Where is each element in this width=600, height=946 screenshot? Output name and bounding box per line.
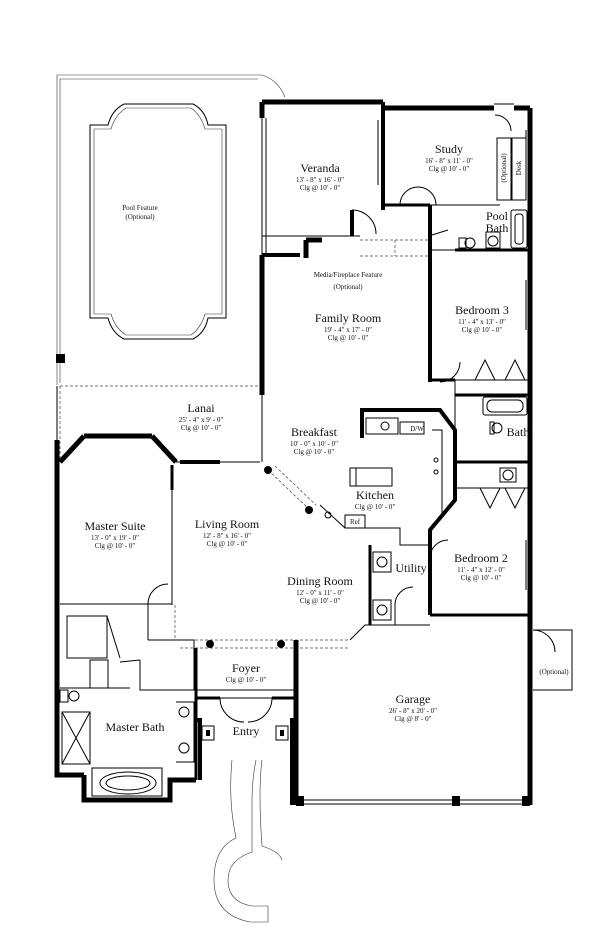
living-room-dims: 12' - 8" x 16' - 0" [203,532,251,540]
family-room-ceiling: Clg @ 10' - 0" [328,334,369,342]
lanai-label: Lanai [187,401,215,415]
study-walls [383,103,533,250]
media-feature-opening [360,239,432,382]
kitchen-label: Kitchen [356,488,394,502]
entry-label: Entry [233,724,260,738]
breakfast-ceiling: Clg @ 10' - 0" [294,448,335,456]
study-label: Study [435,142,463,156]
master-suite-walls [54,433,260,778]
bedroom2-label: Bedroom 2 [454,551,508,565]
bedroom3-label: Bedroom 3 [455,303,509,317]
bedroom2-dims: 11' - 4" x 12' - 0" [457,566,505,574]
utility-label: Utility [395,561,426,575]
dining-room-ceiling: Clg @ 10' - 0" [300,597,341,605]
bedroom2-ceiling: Clg @ 10' - 0" [461,574,502,582]
pool-feature-note: (Optional) [125,213,155,221]
dining-room-label: Dining Room [287,574,353,588]
veranda-label: Veranda [300,161,340,175]
breakfast-kitchen-walls [261,395,457,615]
breakfast-dims: 10' - 0" x 10' - 0" [290,440,338,448]
garage-dims: 26' - 8" x 20' - 0" [389,707,437,715]
foyer-entry-walls [194,648,296,805]
master-bath-walls [59,639,197,803]
pool-bath-label-line2: Bath [486,221,509,235]
media-feature-label: Media/Fireplace Feature [314,271,383,279]
veranda-walls [259,99,385,395]
master-bath-label: Master Bath [106,720,165,734]
lanai-dims: 25' - 4" x 9' - 0" [179,416,224,424]
pool-bath-fixtures [428,205,530,252]
foyer-label: Foyer [232,661,260,675]
pool-feature-label: Pool Feature [122,204,158,212]
living-room-label: Living Room [195,517,260,531]
study-dims: 16' - 8" x 11' - 0" [425,157,473,165]
family-room-label: Family Room [315,311,382,325]
veranda-dims: 13' - 8" x 16' - 0" [296,176,344,184]
utility-fixtures [370,551,430,626]
lanai-area [56,385,262,460]
garage-walls [293,615,573,806]
living-dining-walls [174,545,372,649]
master-suite-dims: 13' - 0" x 19' - 0" [91,534,139,542]
desk-label: Desk [515,160,523,175]
bedroom3-ceiling: Clg @ 10' - 0" [462,326,503,334]
kitchen-ceiling: Clg @ 10' - 0" [355,503,396,511]
foyer-ceiling: Clg @ 10' - 0" [226,676,267,684]
breakfast-label: Breakfast [291,425,338,439]
media-feature-note: (Optional) [333,283,363,291]
veranda-ceiling: Clg @ 10' - 0" [300,184,341,192]
pool-deck [56,74,286,385]
pool-feature [89,103,227,340]
lanai-ceiling: Clg @ 10' - 0" [181,424,222,432]
dw-label: D/W [410,425,424,433]
study-optional-label: (Optional) [500,153,508,183]
living-room-ceiling: Clg @ 10' - 0" [207,540,248,548]
ref-label: Ref [350,518,361,526]
family-room-dims: 19' - 4" x 17' - 0" [324,326,372,334]
garage-label: Garage [396,692,431,706]
garage-ceiling: Clg @ 8' - 0" [394,715,431,723]
bedroom2-walls [429,539,530,617]
garage-optional-label: (Optional) [539,668,569,676]
bedroom3-dims: 11' - 4" x 13' - 0" [458,318,506,326]
study-ceiling: Clg @ 10' - 0" [429,165,470,173]
bath-label: Bath [507,425,530,439]
front-walkway [213,759,283,923]
dining-room-dims: 12' - 0" x 11' - 0" [296,589,344,597]
master-suite-ceiling: Clg @ 10' - 0" [95,542,136,550]
pool-bath-label-line1: Pool [486,209,509,223]
master-suite-label: Master Suite [85,519,146,533]
